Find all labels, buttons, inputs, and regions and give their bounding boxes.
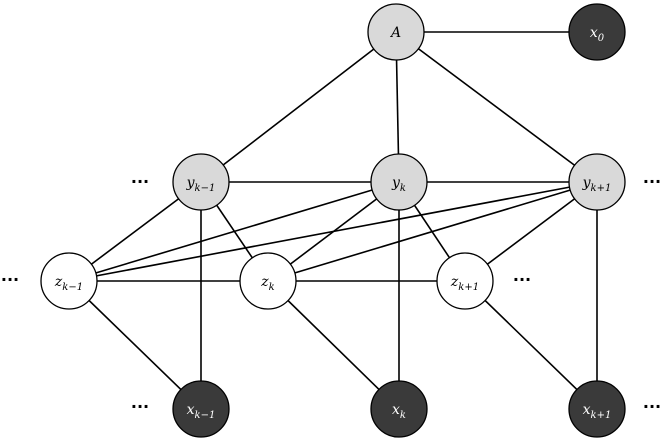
node-zk: zk bbox=[239, 252, 297, 310]
edges-layer bbox=[68, 31, 598, 410]
node-label-xk: xk bbox=[392, 402, 406, 421]
edge-ykp1-zkm1 bbox=[68, 181, 598, 282]
node-label-subscript: k+1 bbox=[591, 410, 612, 421]
node-xkm1: xk−1 bbox=[172, 380, 230, 438]
node-circle-ykm1 bbox=[172, 153, 230, 211]
node-label-xkp1: xk+1 bbox=[583, 402, 612, 421]
node-label-base: x bbox=[590, 25, 598, 41]
node-circle-xk bbox=[370, 380, 428, 438]
node-label-subscript: k−1 bbox=[62, 282, 83, 293]
node-circle-zkp1 bbox=[436, 252, 494, 310]
node-xkp1: xk+1 bbox=[568, 380, 626, 438]
node-ykp1: yk+1 bbox=[568, 153, 626, 211]
node-circle-ykp1 bbox=[568, 153, 626, 211]
node-label-base: A bbox=[389, 25, 401, 41]
node-label-subscript: k bbox=[400, 183, 406, 194]
edge-zk-xk bbox=[267, 280, 400, 410]
node-label-xkm1: xk−1 bbox=[187, 402, 216, 421]
node-zkm1: zk−1 bbox=[40, 252, 98, 310]
node-label-subscript: k bbox=[400, 410, 406, 421]
node-label-zkm1: zk−1 bbox=[54, 274, 83, 293]
node-label-subscript: 0 bbox=[598, 33, 605, 44]
node-circle-A bbox=[367, 3, 425, 61]
node-circle-yk bbox=[370, 153, 428, 211]
node-circle-xkm1 bbox=[172, 380, 230, 438]
node-label-A: A bbox=[389, 25, 401, 41]
ellipsis-left-y-row: ··· bbox=[131, 172, 149, 191]
node-label-zkp1: zk+1 bbox=[450, 274, 479, 293]
node-label-ykm1: yk−1 bbox=[186, 175, 216, 194]
node-label-yk: yk bbox=[391, 175, 406, 194]
node-circle-xkp1 bbox=[568, 380, 626, 438]
node-circle-zk bbox=[239, 252, 297, 310]
ellipsis-right-x-row: ··· bbox=[643, 397, 661, 416]
node-zkp1: zk+1 bbox=[436, 252, 494, 310]
node-label-ykp1: yk+1 bbox=[582, 175, 612, 194]
node-label-x0: x0 bbox=[590, 25, 605, 44]
node-yk: yk bbox=[370, 153, 428, 211]
ellipsis-right-y-row: ··· bbox=[643, 172, 661, 191]
node-label-subscript: k−1 bbox=[195, 410, 216, 421]
node-label-base: z bbox=[450, 274, 459, 290]
node-label-base: y bbox=[582, 175, 592, 191]
ellipsis-left-z-row: ··· bbox=[1, 270, 19, 289]
edge-zkm1-xkm1 bbox=[68, 280, 202, 410]
node-label-zk: zk bbox=[260, 274, 274, 293]
edge-yk-zkm1 bbox=[68, 181, 400, 282]
node-label-base: x bbox=[187, 402, 195, 418]
edge-zkp1-xkp1 bbox=[464, 280, 598, 410]
ellipsis-layer: ··· ··· ··· ··· ··· ··· bbox=[1, 172, 661, 416]
node-circle-zkm1 bbox=[40, 252, 98, 310]
node-label-base: x bbox=[583, 402, 591, 418]
node-xk: xk bbox=[370, 380, 428, 438]
node-label-base: z bbox=[54, 274, 63, 290]
edge-A-ykp1 bbox=[395, 31, 598, 183]
node-label-base: z bbox=[260, 274, 269, 290]
node-label-base: y bbox=[186, 175, 196, 191]
edge-A-ykm1 bbox=[200, 31, 397, 183]
node-label-subscript: k−1 bbox=[195, 183, 216, 194]
ellipsis-right-z-row: ··· bbox=[513, 270, 531, 289]
node-label-subscript: k+1 bbox=[458, 282, 479, 293]
node-x0: x0 bbox=[568, 3, 626, 61]
node-label-base: y bbox=[391, 175, 401, 191]
node-ykm1: yk−1 bbox=[172, 153, 230, 211]
node-label-subscript: k bbox=[269, 282, 275, 293]
edge-ykp1-zk bbox=[267, 181, 598, 282]
node-circle-x0 bbox=[568, 3, 626, 61]
node-label-subscript: k+1 bbox=[591, 183, 612, 194]
node-label-base: x bbox=[392, 402, 400, 418]
node-A: A bbox=[367, 3, 425, 61]
ellipsis-left-x-row: ··· bbox=[131, 397, 149, 416]
